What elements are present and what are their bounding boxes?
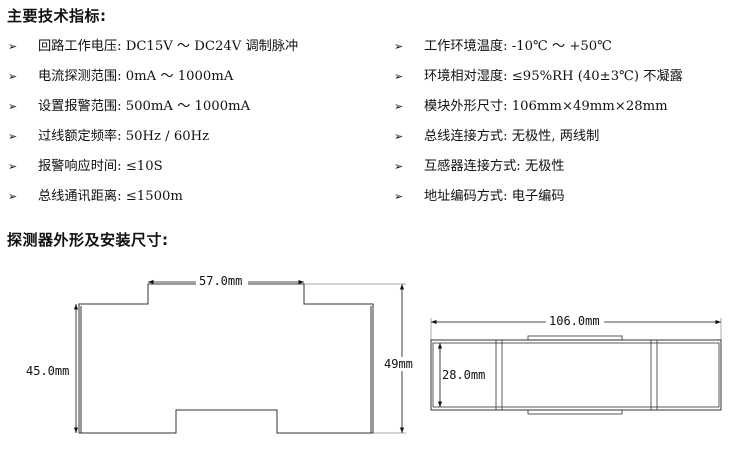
arrow-bullet-icon: ➢ — [8, 70, 18, 83]
spec-text: 模块外形尺寸: 106mm×49mm×28mm — [424, 99, 668, 114]
arrow-bullet-icon: ➢ — [394, 40, 404, 53]
arrow-bullet-icon: ➢ — [394, 160, 404, 173]
side-width-label: 106.0mm — [549, 314, 600, 328]
arrow-bullet-icon: ➢ — [8, 100, 18, 113]
spec-text: 电流探测范围: 0mA ～ 1000mA — [38, 69, 234, 84]
arrow-bullet-icon: ➢ — [394, 70, 404, 83]
spec-text: 环境相对湿度: ≤95%RH (40±3℃) 不凝露 — [424, 69, 683, 84]
specs-heading: 主要技术指标: — [7, 7, 107, 25]
spec-text: 互感器连接方式: 无极性 — [424, 159, 565, 174]
arrow-bullet-icon: ➢ — [8, 190, 18, 203]
left-height-label: 45.0mm — [26, 364, 69, 378]
spec-text: 设置报警范围: 500mA ～ 1000mA — [38, 99, 251, 114]
side-view-drawing: 106.0mm 28.0mm — [430, 314, 722, 415]
spec-text: 工作环境温度: -10℃ ～ +50℃ — [424, 39, 612, 54]
front-housing-outline — [78, 283, 374, 434]
arrow-bullet-icon: ➢ — [394, 130, 404, 143]
spec-text: 总线连接方式: 无极性, 两线制 — [424, 129, 600, 144]
arrow-bullet-icon: ➢ — [394, 190, 404, 203]
arrow-bullet-icon: ➢ — [8, 130, 18, 143]
spec-text: 报警响应时间: ≤10S — [38, 159, 163, 174]
spec-text: 地址编码方式: 电子编码 — [424, 189, 565, 204]
top-width-label: 57.0mm — [199, 274, 242, 288]
spec-text: 回路工作电压: DC15V ～ DC24V 调制脉冲 — [38, 39, 299, 54]
arrow-bullet-icon: ➢ — [394, 100, 404, 113]
arrow-bullet-icon: ➢ — [8, 160, 18, 173]
arrow-bullet-icon: ➢ — [8, 40, 18, 53]
spec-text: 过线额定频率: 50Hz / 60Hz — [38, 129, 210, 144]
side-height-label: 28.0mm — [442, 368, 485, 382]
spec-text: 总线通讯距离: ≤1500m — [38, 189, 183, 204]
right-height-label: 49mm — [384, 357, 413, 371]
dimensions-heading: 探测器外形及安装尺寸: — [7, 231, 169, 249]
